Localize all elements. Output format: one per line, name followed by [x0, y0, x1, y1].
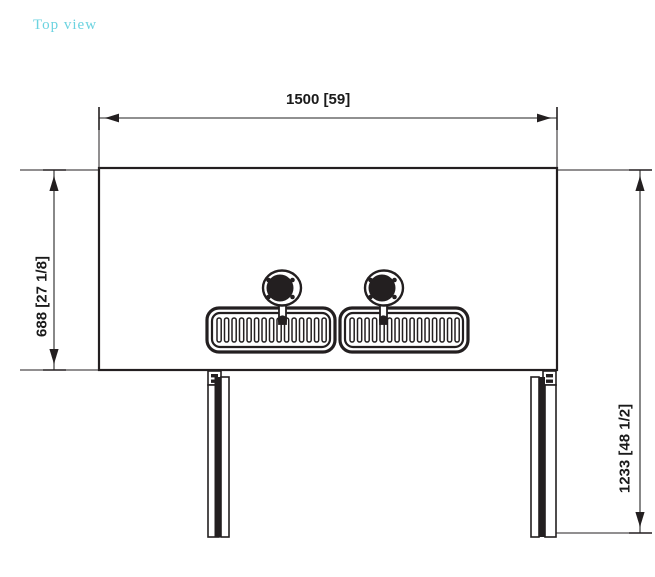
- left-knob: [261, 269, 303, 307]
- dimension-line-depth: [43, 169, 66, 371]
- right-knob: [363, 269, 405, 307]
- dimension-label-width: 1500 [59]: [286, 91, 351, 108]
- left-grate: [205, 295, 337, 354]
- dimension-line-height: [629, 169, 652, 534]
- dimension-arrow-icon: [537, 113, 551, 123]
- grate-slots: [216, 317, 327, 343]
- dimension-arrow-icon: [635, 176, 645, 191]
- left-leg: [207, 370, 230, 538]
- right-leg: [530, 370, 557, 538]
- dimension-arrow-icon: [635, 512, 645, 527]
- dimension-arrow-icon: [49, 176, 59, 191]
- page-title: Top view: [33, 17, 98, 33]
- dimension-line-width: [98, 107, 558, 130]
- grate-slots: [349, 317, 460, 343]
- right-grate: [338, 295, 470, 354]
- dimension-arrow-icon: [105, 113, 119, 123]
- dimension-arrow-icon: [49, 349, 59, 364]
